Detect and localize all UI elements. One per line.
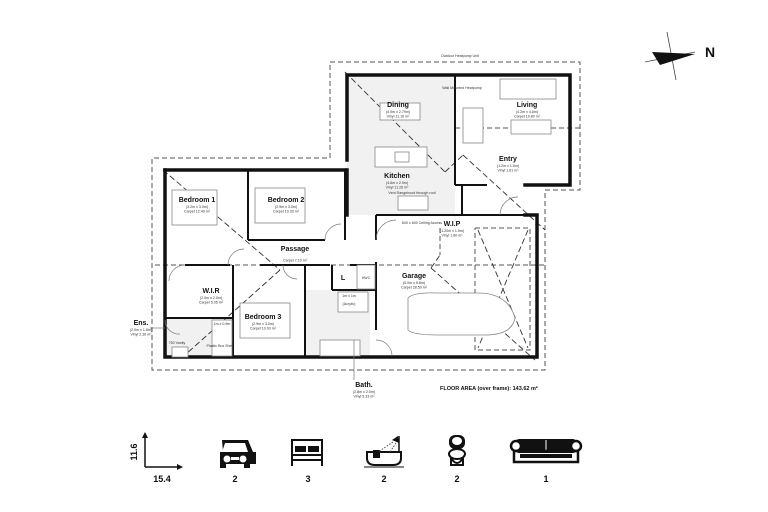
bath-count: 2 bbox=[381, 474, 386, 484]
room-bedroom-3-size: (2.9m x 3.0m) bbox=[252, 322, 274, 326]
room-ens-size: (2.0m x 1.8m) bbox=[130, 328, 152, 332]
room-ens-finish: Vinyl 2.36 m² bbox=[131, 333, 153, 337]
room-labels: Dining(4.0m x 2.79m)Vinyl 11.16 m² Living… bbox=[130, 102, 541, 399]
room-bedroom-2-name: Bedroom 2 bbox=[268, 197, 305, 204]
bath-feature: 2 bbox=[364, 436, 404, 484]
room-ens-name: Ens. bbox=[134, 320, 149, 327]
dimension-indicator: 11.6 15.4 bbox=[129, 432, 183, 484]
north-label: N bbox=[705, 44, 715, 60]
room-bath-size: (2.8m x 2.0m) bbox=[353, 390, 375, 394]
room-garage-size: (5.0m x 5.8m) bbox=[403, 281, 425, 285]
room-entry-name: Entry bbox=[499, 156, 517, 163]
bed-count: 3 bbox=[305, 474, 310, 484]
room-passage-finish: Carpet 7.10 m² bbox=[283, 259, 308, 263]
shower-label: 1m x 0.9m bbox=[214, 322, 231, 326]
room-dining-size: (4.0m x 2.79m) bbox=[386, 110, 410, 114]
room-bedroom-1-size: (3.2m x 3.0m) bbox=[186, 205, 208, 209]
bath-icon bbox=[364, 436, 404, 468]
car-count: 2 bbox=[232, 474, 237, 484]
interior-walls bbox=[164, 75, 537, 357]
shelf-label: Plastic Box Shelf bbox=[207, 344, 234, 348]
laundry-label: L bbox=[341, 275, 346, 282]
sofa-icon bbox=[509, 439, 583, 464]
room-w-i-p-finish: Vinyl 1.80 m² bbox=[442, 234, 464, 238]
width-dimension: 15.4 bbox=[153, 474, 171, 484]
room-kitchen-name: Kitchen bbox=[384, 173, 410, 180]
toilet-feature: 2 bbox=[448, 435, 466, 484]
rangehood-label: Vent Rangehood through roof bbox=[388, 191, 435, 195]
room-garage-name: Garage bbox=[402, 273, 426, 280]
room-entry-finish: Vinyl 1.61 m² bbox=[498, 169, 520, 173]
floor-area-label: FLOOR AREA (over frame): 143.62 m² bbox=[440, 385, 538, 392]
toilet-count: 2 bbox=[454, 474, 459, 484]
room-bedroom-3-name: Bedroom 3 bbox=[245, 314, 282, 321]
car-icon bbox=[220, 440, 256, 468]
room-garage-finish: Carpet 28.50 m² bbox=[401, 286, 428, 290]
roof-outline bbox=[151, 61, 581, 371]
room-w-i-r-name: W.I.R bbox=[202, 288, 219, 295]
room-bedroom-2-finish: Carpet 10.33 m² bbox=[273, 210, 300, 214]
hwc-label: HWC bbox=[362, 276, 371, 280]
toilet-icon bbox=[448, 435, 466, 466]
room-passage-name: Passage bbox=[281, 246, 310, 253]
room-w-i-p-size: (1.20m x 1.5m) bbox=[440, 229, 464, 233]
sofa-count: 1 bbox=[543, 474, 548, 484]
heatpump-label: Wall Mounted Heatpump bbox=[442, 86, 481, 90]
room-living-finish: Carpet 19.80 m² bbox=[514, 115, 541, 119]
room-bath-name: Bath. bbox=[355, 382, 373, 389]
door-swings bbox=[164, 196, 519, 357]
room-dining-name: Dining bbox=[387, 102, 409, 109]
room-bedroom-1-finish: Carpet 12.40 m² bbox=[184, 210, 211, 214]
vanity-label: 750 Vanity bbox=[169, 341, 186, 345]
sofa-feature: 1 bbox=[509, 439, 583, 484]
room-living-size: (4.2m x 4.8m) bbox=[516, 110, 538, 114]
room-dining-finish: Vinyl 11.16 m² bbox=[387, 115, 410, 119]
furniture bbox=[171, 78, 557, 358]
ceiling-access-label: 600 x 600 Ceiling Access bbox=[402, 221, 442, 225]
room-bedroom-3-finish: Carpet 10.03 m² bbox=[250, 327, 277, 331]
room-w-i-r-finish: Carpet 5.05 m² bbox=[199, 301, 224, 305]
bath-material-label: (Acrylic) bbox=[343, 302, 356, 306]
room-kitchen-finish: Vinyl 11.26 m² bbox=[386, 186, 409, 190]
car-feature: 2 bbox=[220, 440, 256, 484]
room-living-name: Living bbox=[517, 102, 538, 109]
room-entry-size: (1.2m x 1.5m) bbox=[497, 164, 519, 168]
bath-size-label: 1m x 1m bbox=[342, 294, 356, 298]
north-arrow: N bbox=[644, 31, 715, 81]
room-bath-finish: Vinyl 5.33 m² bbox=[354, 395, 376, 399]
room-kitchen-size: (4.6m x 2.9m) bbox=[386, 181, 408, 185]
height-dimension: 11.6 bbox=[129, 443, 139, 460]
bed-feature: 3 bbox=[291, 439, 323, 484]
room-w-i-r-size: (2.0m x 2.0m) bbox=[200, 296, 222, 300]
room-bedroom-2-size: (2.9m x 3.0m) bbox=[275, 205, 297, 209]
bed-icon bbox=[291, 439, 323, 466]
room-bedroom-1-name: Bedroom 1 bbox=[179, 197, 216, 204]
outdoor-unit-label: Outdoor Heatpump Unit bbox=[441, 54, 479, 58]
room-w-i-p-name: W.I.P bbox=[444, 221, 461, 228]
annotations: Outdoor Heatpump Unit Wall Mounted Heatp… bbox=[150, 54, 538, 392]
